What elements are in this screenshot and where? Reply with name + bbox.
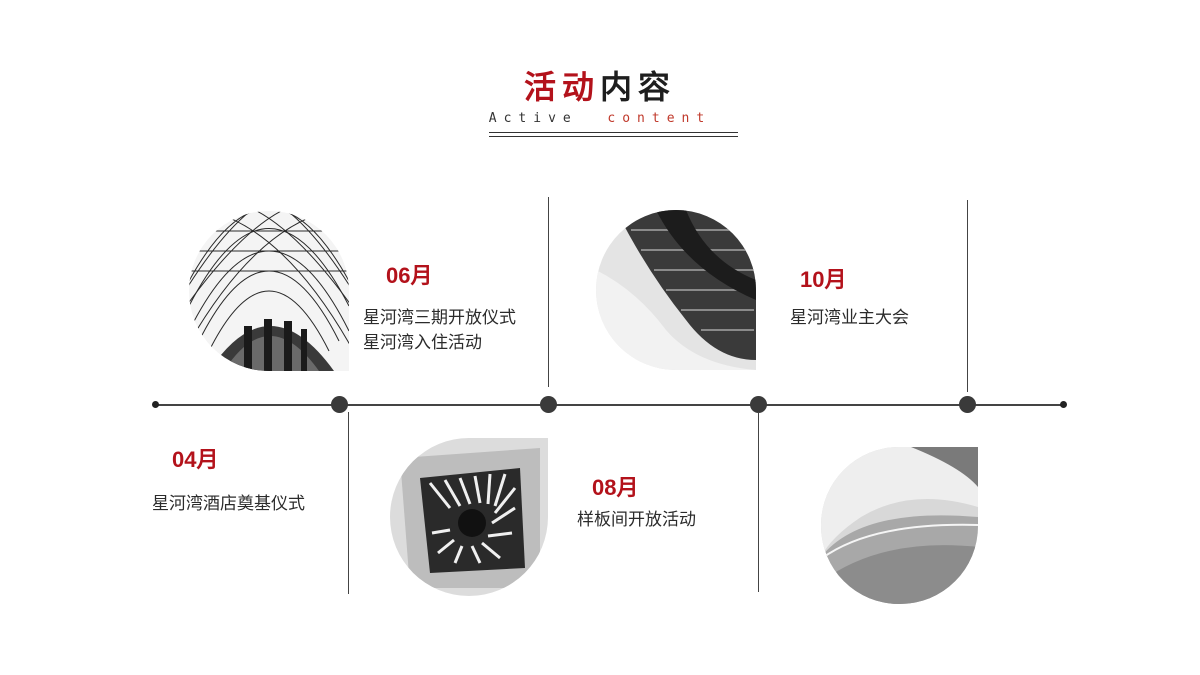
event-description: 样板间开放活动: [577, 508, 696, 533]
timeline-node: [331, 396, 348, 413]
event-description-line: 星河湾入住活动: [363, 333, 482, 353]
event-image-staircase: [390, 438, 548, 596]
event-description: 星河湾三期开放仪式 星河湾入住活动: [363, 306, 516, 356]
event-month: 10月: [800, 267, 847, 292]
event-description: 星河湾业主大会: [790, 306, 909, 331]
title-underline-top: [489, 132, 738, 133]
event-month: 04月: [172, 447, 219, 472]
event-image-curved-wall: [821, 447, 978, 604]
event-description-line: 星河湾业主大会: [790, 308, 909, 328]
title-underline-bottom: [489, 136, 738, 137]
timeline-axis: [156, 404, 1064, 406]
page-subtitle: Active content: [0, 111, 1200, 126]
event-description-line: 星河湾酒店奠基仪式: [152, 494, 305, 514]
event-description-line: 样板间开放活动: [577, 510, 696, 530]
connector-line: [348, 412, 349, 594]
title-red-part: 活动: [523, 68, 600, 106]
connector-line: [967, 200, 968, 392]
title-dark-part: 内容: [600, 68, 677, 106]
page-title: 活动内容: [0, 62, 1200, 108]
event-image-dome: [189, 211, 349, 371]
timeline-end-dot: [1060, 401, 1067, 408]
timeline-node: [959, 396, 976, 413]
timeline-node: [750, 396, 767, 413]
event-description-line: 星河湾三期开放仪式: [363, 308, 516, 328]
event-month: 08月: [592, 475, 639, 500]
event-image-curved-building: [596, 210, 756, 370]
connector-line: [548, 197, 549, 387]
subtitle-part-content: content: [607, 111, 712, 126]
timeline-start-dot: [152, 401, 159, 408]
timeline-node: [540, 396, 557, 413]
subtitle-part-active: Active: [488, 111, 578, 126]
event-description: 星河湾酒店奠基仪式: [152, 492, 305, 517]
event-month: 06月: [386, 263, 433, 288]
connector-line: [758, 412, 759, 592]
